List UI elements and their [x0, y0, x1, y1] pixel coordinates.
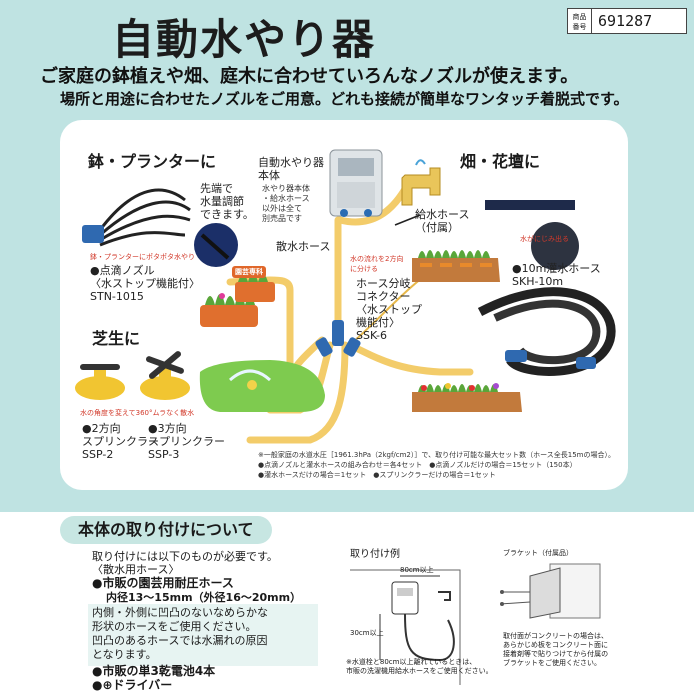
- tip-note: 先端で 水量調節 できます。: [200, 182, 254, 221]
- product-code-box: 商品 番号 691287: [567, 8, 687, 34]
- product-code-label: 商品 番号: [568, 9, 592, 33]
- subtitle-line-2: 場所と用途に合わせたノズルをご用意。どれも接続が簡単なワンタッチ着脱式です。: [60, 90, 629, 108]
- drip-tip-nozzle: [200, 233, 230, 260]
- install-intro: 取り付けには以下のものが必要です。: [92, 550, 278, 563]
- supply-arrow: [394, 214, 421, 226]
- hose-note: 内側・外側に凹凸のないなめらかな 形状のホースをご使用ください。 凹凸のあるホー…: [92, 606, 268, 661]
- item-battery: ●市販の単3乾電池4本: [92, 664, 216, 678]
- drip-connector: [82, 225, 104, 243]
- spray-hose-label: 散水ホース: [276, 240, 331, 253]
- footnotes: ※一般家庭の水道水圧［1961.3hPa（2kgf/cm2）］で、取り付け可能な…: [258, 451, 615, 479]
- bracket-drawing: [499, 563, 601, 619]
- item-hose: ●市販の園芸用耐圧ホース: [92, 576, 234, 590]
- sprinkler-3way-label: ●3方向 スプリンクラー SSP-3: [148, 422, 225, 461]
- lawn-caption: 水の角度を変えて360°ムラなく散水: [80, 409, 195, 417]
- product-code: 691287: [598, 12, 653, 30]
- sprinkler-3way-drawing: [140, 351, 190, 400]
- page-title: 自動水やり器: [112, 15, 377, 64]
- lawn-heading: 芝生に: [92, 329, 141, 348]
- unit-label: 自動水やり器 本体: [258, 156, 324, 182]
- lawn-drawing: [199, 360, 325, 412]
- sprinkler-2way-label: ●2方向 スプリンクラー SSP-2: [82, 422, 159, 461]
- drip-nozzle-drawing: [98, 188, 191, 247]
- soaker-hose-drawing: [477, 200, 616, 376]
- field-drawing: [412, 250, 522, 412]
- hose-label: 〈散水用ホース〉: [92, 563, 180, 576]
- bracket-note: 取付面がコンクリートの場合は、 あらかじめ板をコンクリート面に 接着剤等で貼りつ…: [503, 632, 609, 667]
- example-note: ※水道栓と80cm以上離れているときは、 市販の洗濯機用給水ホースをご使用くださ…: [346, 658, 493, 675]
- dim-30: 30cm以上: [350, 629, 384, 637]
- item-driver: ●⊕ドライバー: [92, 678, 173, 692]
- dim-80: 80cm以上: [400, 566, 434, 574]
- sprinkler-2way-drawing: [75, 364, 125, 400]
- subtitle-line-1: ご家庭の鉢植えや畑、庭木に合わせていろんなノズルが使えます。: [40, 66, 579, 87]
- hose-note-box: [88, 604, 318, 666]
- supply-hose-label: 給水ホース （付属）: [415, 208, 470, 234]
- unit-note: 水やり器本体 ・給水ホース 以外は全て 別売品です: [262, 184, 310, 223]
- hose-lines: [226, 176, 474, 444]
- field-product: ●10m灌水ホース SKH-10m: [512, 262, 601, 288]
- timer-unit-drawing: [329, 149, 383, 217]
- pots-product: ●点滴ノズル 〈水ストップ機能付〉 STN-1015: [90, 264, 200, 303]
- split-note: 水の流れを2方向 に分ける: [350, 255, 404, 273]
- field-heading: 畑・花壇に: [460, 152, 541, 171]
- bracket-title: ブラケット（付属品）: [503, 549, 573, 557]
- install-example-drawing: [350, 569, 461, 685]
- faucet-drawing: [401, 159, 441, 206]
- pots-heading: 鉢・プランターに: [88, 152, 217, 171]
- planter-sign: 園芸専科: [232, 266, 266, 278]
- pots-caption: 鉢・プランターにポタポタ水やり: [90, 253, 195, 261]
- connector-label: ホース分岐 コネクター 〈水ストップ 機能付〉 SSK-6: [356, 277, 422, 342]
- splitter-drawing: [315, 320, 361, 357]
- diagram-illustration: [75, 149, 616, 444]
- install-heading: 本体の取り付けについて: [60, 516, 272, 544]
- item-hose-size: 内径13～15mm（外径16～20mm）: [106, 591, 302, 604]
- field-caption: 水がにじみ出る: [520, 235, 569, 243]
- example-title: 取り付け例: [350, 549, 400, 560]
